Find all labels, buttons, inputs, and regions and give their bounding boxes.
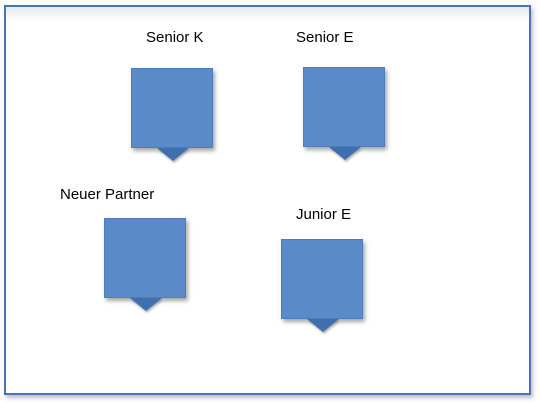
node-box bbox=[131, 68, 213, 148]
node-junior-e[interactable] bbox=[281, 239, 363, 332]
node-pointer bbox=[130, 298, 162, 311]
node-box bbox=[303, 67, 385, 147]
node-neuer-partner[interactable] bbox=[104, 218, 186, 311]
node-label-senior-e: Senior E bbox=[296, 29, 354, 46]
diagram-frame bbox=[4, 5, 531, 395]
node-label-neuer-partner: Neuer Partner bbox=[60, 186, 155, 203]
node-senior-k[interactable] bbox=[131, 68, 213, 161]
node-senior-e[interactable] bbox=[303, 67, 385, 160]
node-pointer bbox=[329, 147, 361, 160]
node-pointer bbox=[307, 319, 339, 332]
node-label-junior-e: Junior E bbox=[296, 206, 352, 223]
node-box bbox=[104, 218, 186, 298]
node-label-senior-k: Senior K bbox=[146, 29, 204, 46]
node-pointer bbox=[157, 148, 189, 161]
node-box bbox=[281, 239, 363, 319]
